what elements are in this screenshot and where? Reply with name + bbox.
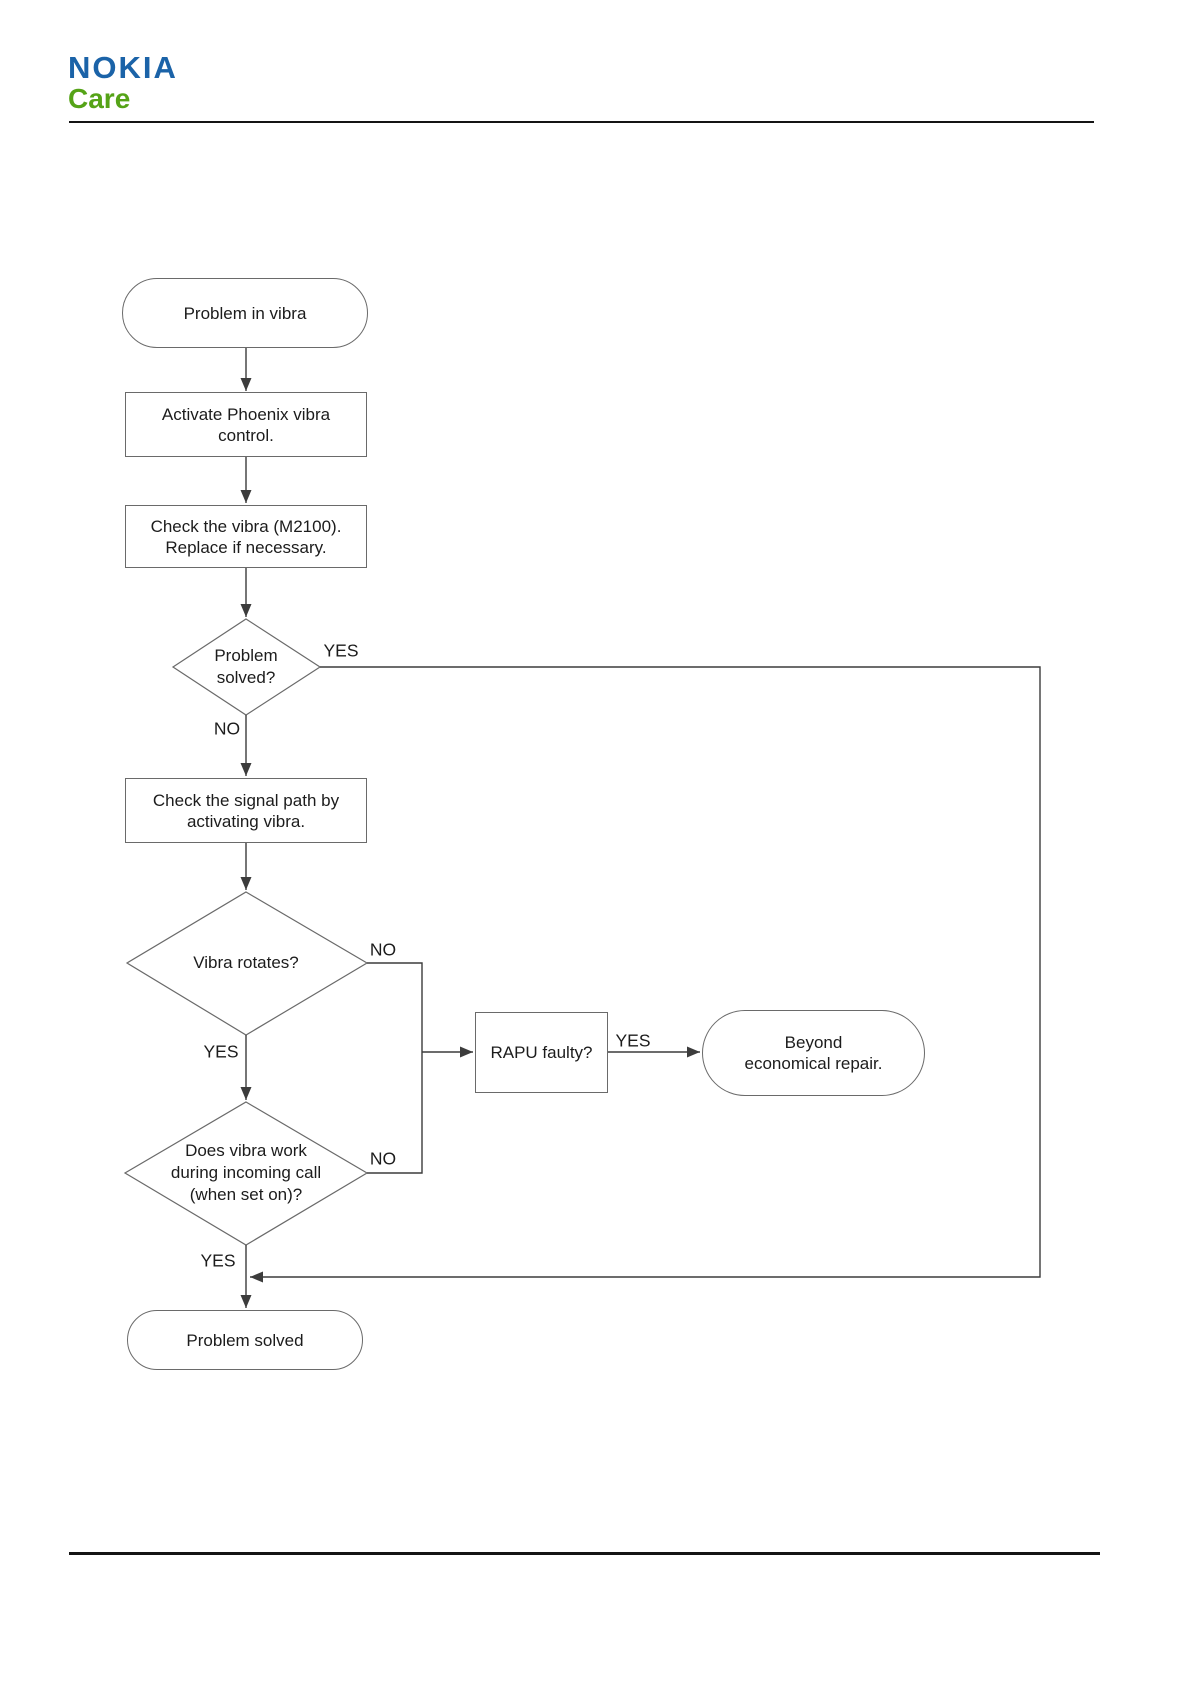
node-text-line: control. bbox=[218, 425, 274, 445]
node-text-line: Check the vibra (M2100). bbox=[150, 516, 342, 536]
edge-label-vibra-rotates-yes: YES bbox=[203, 1041, 239, 1062]
nokia-care-logo: NOKIA Care bbox=[68, 52, 178, 113]
edge-label-incoming-call-yes: YES bbox=[200, 1250, 236, 1271]
node-text-line: Beyond bbox=[784, 1033, 843, 1052]
header-rule bbox=[69, 121, 1094, 123]
edge-label-problem-solved-no: NO bbox=[213, 718, 241, 739]
edge-label-vibra-rotates-no: NO bbox=[369, 939, 397, 960]
process-check-signal-path: Check the signal path by activating vibr… bbox=[125, 778, 367, 843]
care-wordmark: Care bbox=[68, 83, 131, 114]
decision-incoming-call-label: Does vibra work during incoming call (wh… bbox=[170, 1141, 322, 1204]
footer-rule bbox=[69, 1552, 1100, 1555]
decision-vibra-rotates-label: Vibra rotates? bbox=[193, 953, 299, 972]
node-text-line: Activate Phoenix vibra bbox=[161, 404, 331, 424]
process-rapu-faulty: RAPU faulty? bbox=[475, 1012, 608, 1093]
node-text-line: Problem solved bbox=[186, 1330, 304, 1350]
node-text-line: Problem in vibra bbox=[183, 303, 307, 323]
node-text-line: Check the signal path by bbox=[152, 790, 340, 810]
edge-label-incoming-call-no: NO bbox=[369, 1148, 397, 1169]
node-text-line: activating vibra. bbox=[186, 811, 306, 831]
connector-no-branch-bus bbox=[367, 962, 423, 1174]
decision-problem-solved-label: Problem solved? bbox=[214, 646, 278, 687]
node-text-line: Replace if necessary. bbox=[165, 537, 327, 557]
process-check-vibra: Check the vibra (M2100). Replace if nece… bbox=[125, 505, 367, 568]
node-text-line: economical repair. bbox=[744, 1054, 883, 1073]
process-activate-phoenix: Activate Phoenix vibra control. bbox=[125, 392, 367, 457]
terminal-beyond-repair: Beyond economical repair. bbox=[702, 1010, 925, 1096]
edge-label-rapu-faulty-yes: YES bbox=[615, 1030, 651, 1051]
connector-problem-solved-yes-return bbox=[250, 666, 1041, 1283]
edge-label-problem-solved-yes: YES bbox=[323, 640, 359, 661]
terminal-problem-in-vibra: Problem in vibra bbox=[122, 278, 368, 348]
node-text-line: RAPU faulty? bbox=[490, 1043, 593, 1062]
nokia-wordmark: NOKIA bbox=[68, 50, 178, 85]
terminal-problem-solved: Problem solved bbox=[127, 1310, 363, 1370]
